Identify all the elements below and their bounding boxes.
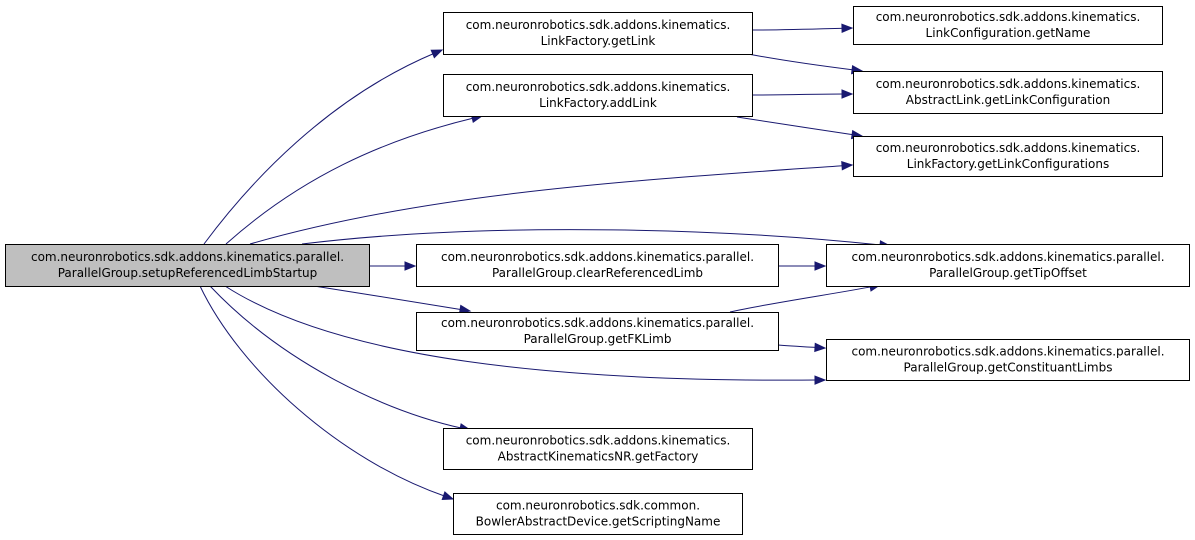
- edge-getFKLimb-to-getConstituantLimbs: [777, 342, 827, 353]
- node-box: [853, 136, 1163, 177]
- node-getLinkConfiguration[interactable]: com.neuronrobotics.sdk.addons.kinematics…: [853, 71, 1163, 114]
- node-getLink[interactable]: com.neuronrobotics.sdk.addons.kinematics…: [443, 12, 753, 55]
- edge-line: [777, 344, 818, 349]
- edge-root-to-getConstituantLimbs: [224, 285, 827, 385]
- node-label-line2: LinkConfiguration.getName: [926, 26, 1091, 40]
- node-getLinkConfigurations[interactable]: com.neuronrobotics.sdk.addons.kinematics…: [853, 136, 1163, 177]
- node-label-line1: com.neuronrobotics.sdk.addons.kinematics…: [851, 250, 1164, 264]
- node-label-line2: LinkFactory.getLinkConfigurations: [907, 157, 1109, 171]
- node-box: [453, 493, 743, 535]
- edge-line: [225, 117, 475, 245]
- node-box: [826, 244, 1190, 287]
- node-label-line2: ParallelGroup.getTipOffset: [929, 266, 1087, 280]
- node-label-line1: com.neuronrobotics.sdk.addons.kinematics…: [466, 18, 731, 32]
- node-label-line1: com.neuronrobotics.sdk.addons.kinematics…: [851, 345, 1164, 359]
- node-label-line2: ParallelGroup.setupReferencedLimbStartup: [58, 266, 318, 280]
- arrowhead: [430, 49, 444, 59]
- edge-line: [199, 285, 446, 497]
- edge-line: [729, 286, 873, 313]
- node-label-line2: ParallelGroup.getConstituantLimbs: [904, 361, 1113, 375]
- edge-line: [313, 285, 463, 311]
- node-getFKLimb[interactable]: com.neuronrobotics.sdk.addons.kinematics…: [416, 312, 779, 351]
- node-label-line1: com.neuronrobotics.sdk.addons.kinematics…: [876, 141, 1141, 155]
- node-label-line2: BowlerAbstractDevice.getScriptingName: [476, 515, 721, 529]
- node-addLink[interactable]: com.neuronrobotics.sdk.addons.kinematics…: [443, 74, 753, 117]
- node-label-line1: com.neuronrobotics.sdk.addons.kinematics…: [441, 316, 754, 330]
- edge-root-to-addLink: [225, 113, 484, 245]
- edge-line: [203, 52, 435, 245]
- edge-line: [751, 93, 845, 96]
- node-label-line2: AbstractKinematicsNR.getFactory: [498, 450, 699, 464]
- arrowhead: [841, 89, 854, 99]
- node-box: [416, 244, 779, 287]
- arrowhead: [404, 261, 417, 271]
- arrowhead: [814, 342, 827, 353]
- node-label-line2: LinkFactory.addLink: [539, 96, 657, 110]
- node-box: [5, 244, 370, 287]
- node-label-line2: AbstractLink.getLinkConfiguration: [906, 93, 1110, 107]
- node-box: [443, 12, 753, 55]
- edge-line: [224, 285, 818, 381]
- node-box: [443, 74, 753, 117]
- arrowhead: [814, 375, 827, 385]
- arrowhead: [841, 161, 854, 171]
- node-label-line2: ParallelGroup.getFKLimb: [524, 332, 672, 346]
- edge-line: [736, 116, 855, 136]
- edge-root-to-clearReferencedLimb: [369, 261, 417, 271]
- node-box: [826, 339, 1190, 381]
- node-label-line1: com.neuronrobotics.sdk.addons.kinematics…: [876, 77, 1141, 91]
- nodes-layer: com.neuronrobotics.sdk.addons.kinematics…: [5, 6, 1190, 535]
- node-label-line2: ParallelGroup.clearReferencedLimb: [492, 266, 703, 280]
- edge-getFKLimb-to-getTipOffset: [729, 282, 882, 313]
- node-label-line1: com.neuronrobotics.sdk.addons.kinematics…: [466, 434, 731, 448]
- node-getConstituantLimbs[interactable]: com.neuronrobotics.sdk.addons.kinematics…: [826, 339, 1190, 381]
- arrowhead: [814, 261, 827, 271]
- node-label-line1: com.neuronrobotics.sdk.addons.kinematics…: [441, 250, 754, 264]
- edge-clearReferencedLimb-to-getTipOffset: [778, 261, 827, 271]
- node-box: [443, 428, 753, 470]
- arrowhead: [441, 491, 455, 501]
- edge-line: [301, 229, 883, 246]
- node-label-line2: LinkFactory.getLink: [541, 34, 656, 48]
- node-getFactory[interactable]: com.neuronrobotics.sdk.addons.kinematics…: [443, 428, 753, 470]
- node-getTipOffset[interactable]: com.neuronrobotics.sdk.addons.kinematics…: [826, 244, 1190, 287]
- edge-line: [249, 165, 845, 245]
- edge-root-to-getScriptingName: [199, 285, 455, 501]
- node-getScriptingName[interactable]: com.neuronrobotics.sdk.common. BowlerAbst…: [453, 493, 743, 535]
- arrowhead: [841, 23, 854, 34]
- node-box: [853, 71, 1163, 114]
- edge-root-to-getLinkConfigurations: [249, 161, 854, 245]
- node-root[interactable]: com.neuronrobotics.sdk.addons.kinematics…: [5, 244, 370, 287]
- edge-root-to-getFKLimb: [313, 285, 472, 315]
- node-box: [853, 6, 1163, 45]
- edge-root-to-getFactory: [209, 285, 472, 433]
- node-clearReferencedLimb[interactable]: com.neuronrobotics.sdk.addons.kinematics…: [416, 244, 779, 287]
- node-label-line1: com.neuronrobotics.sdk.addons.kinematics…: [876, 10, 1141, 24]
- edge-line: [751, 27, 845, 31]
- edge-line: [747, 53, 855, 71]
- edge-addLink-to-getLinkConfiguration: [751, 89, 854, 99]
- node-label-line1: com.neuronrobotics.sdk.addons.kinematics…: [466, 80, 731, 94]
- edge-line: [209, 285, 463, 429]
- edge-addLink-to-getLinkConfigurations: [736, 116, 864, 140]
- node-getName[interactable]: com.neuronrobotics.sdk.addons.kinematics…: [853, 6, 1163, 45]
- node-box: [416, 312, 779, 351]
- edge-root-to-getLink: [203, 49, 444, 245]
- node-label-line1: com.neuronrobotics.sdk.addons.kinematics…: [31, 250, 344, 264]
- edge-getLink-to-getName: [751, 23, 854, 34]
- edge-getLink-to-getLinkConfiguration: [747, 53, 864, 75]
- node-label-line1: com.neuronrobotics.sdk.common.: [496, 499, 700, 513]
